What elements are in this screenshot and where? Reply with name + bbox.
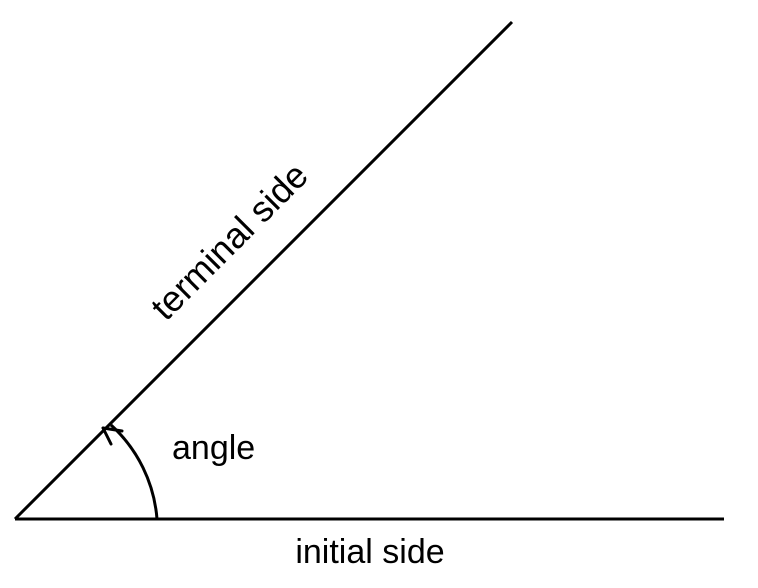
initial-side-label: initial side [295,533,444,571]
angle-label: angle [172,429,255,467]
terminal-side-line [13,20,514,521]
arrowhead-icon [101,426,124,446]
angle-arc [109,423,159,520]
terminal-side-label: terminal side [143,155,316,328]
